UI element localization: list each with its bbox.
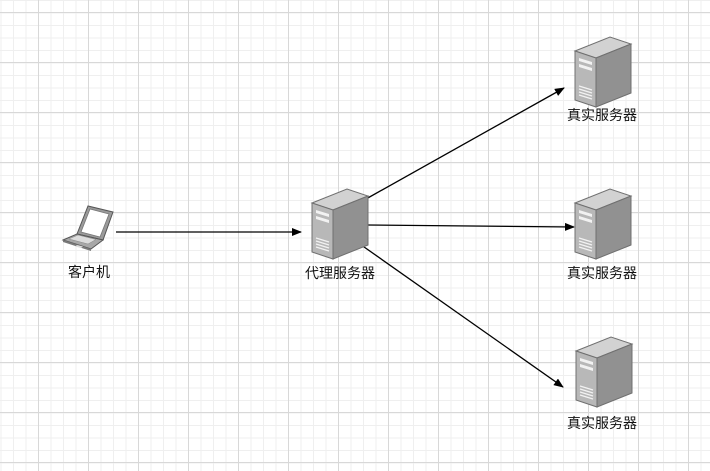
real-server-1-icon[interactable] [574, 36, 632, 108]
real-server-3-icon[interactable] [575, 336, 633, 408]
real-server-1-label: 真实服务器 [567, 108, 637, 124]
proxy-server-icon[interactable] [311, 188, 369, 260]
laptop-icon[interactable] [62, 205, 114, 252]
real-server-2-label: 真实服务器 [567, 266, 637, 282]
edge-proxy-to-real-server-3[interactable] [356, 241, 564, 388]
proxy-server-label: 代理服务器 [305, 266, 375, 282]
real-server-3-label: 真实服务器 [567, 416, 637, 432]
client-label: 客户机 [68, 265, 110, 281]
edge-proxy-to-real-server-1[interactable] [365, 87, 565, 200]
real-server-2-icon[interactable] [574, 188, 632, 260]
edge-proxy-to-real-server-2[interactable] [367, 222, 575, 231]
